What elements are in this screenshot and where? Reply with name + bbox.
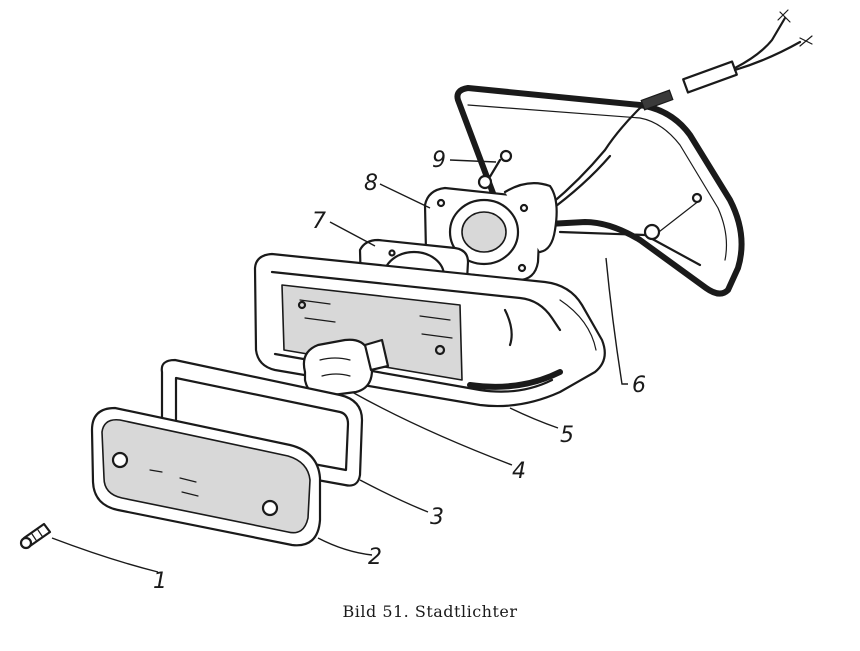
label-3: 3: [430, 505, 444, 530]
label-4: 4: [512, 459, 526, 484]
part-number-labels: 1 2 3 4 5 6 7 8 9: [153, 148, 646, 594]
part-9-screw: [477, 149, 513, 190]
part-1-screw: [19, 522, 52, 550]
part-4-bulb: [302, 338, 390, 398]
figure-caption: Bild 51. Stadtlichter: [342, 602, 518, 621]
leader-lines: [51, 159, 628, 573]
part-6-bracket-frame: [454, 85, 745, 297]
label-2: 2: [368, 545, 382, 570]
label-5: 5: [560, 423, 574, 448]
label-1: 1: [153, 569, 167, 594]
part-2-lens: [90, 406, 322, 547]
label-8: 8: [364, 171, 378, 196]
label-7: 7: [312, 209, 326, 234]
wiring-harness: [546, 9, 813, 214]
label-6: 6: [632, 373, 646, 398]
label-9: 9: [432, 148, 446, 173]
